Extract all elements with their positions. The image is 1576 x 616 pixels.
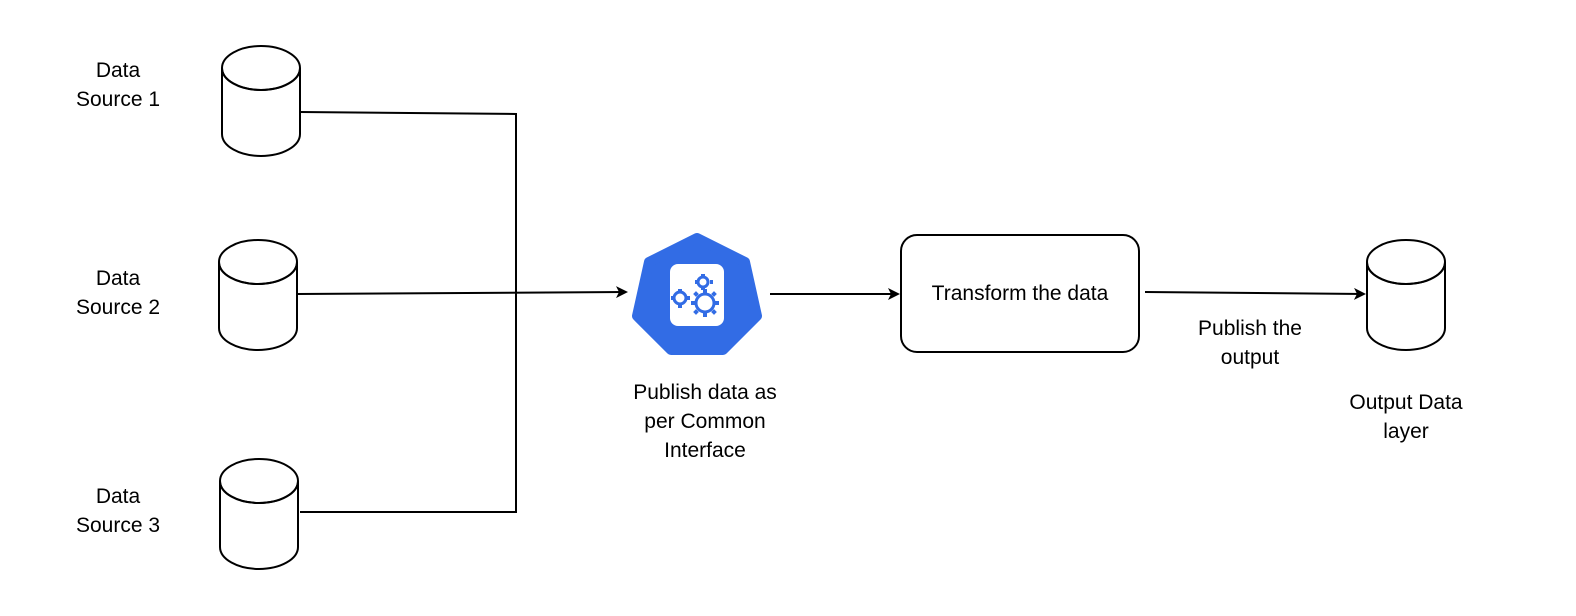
- connector-source-1: [299, 111, 517, 513]
- data-source-3-label: Data Source 3: [75, 485, 161, 537]
- data-source-2-cylinder[interactable]: [218, 239, 298, 351]
- data-source-3-cylinder[interactable]: [219, 458, 299, 570]
- output-data-layer-cylinder[interactable]: [1366, 239, 1446, 351]
- publisher-label: Publish data as per Common Interface: [633, 381, 777, 462]
- transform-label: Transform the data: [931, 281, 1109, 305]
- connector-transform-to-output: [1144, 287, 1366, 300]
- output-data-layer-label: Output Data layer: [1349, 391, 1463, 443]
- transform-box[interactable]: [900, 234, 1140, 353]
- kubernetes-gear-icon[interactable]: [632, 233, 762, 355]
- data-source-1-label: Data Source 1: [75, 59, 161, 111]
- connector-source-2-arrow: [296, 286, 628, 299]
- data-source-2-label: Data Source 2: [75, 267, 161, 319]
- data-source-1-cylinder[interactable]: [221, 45, 301, 157]
- publish-output-edge-label: Publish the output: [1198, 317, 1302, 369]
